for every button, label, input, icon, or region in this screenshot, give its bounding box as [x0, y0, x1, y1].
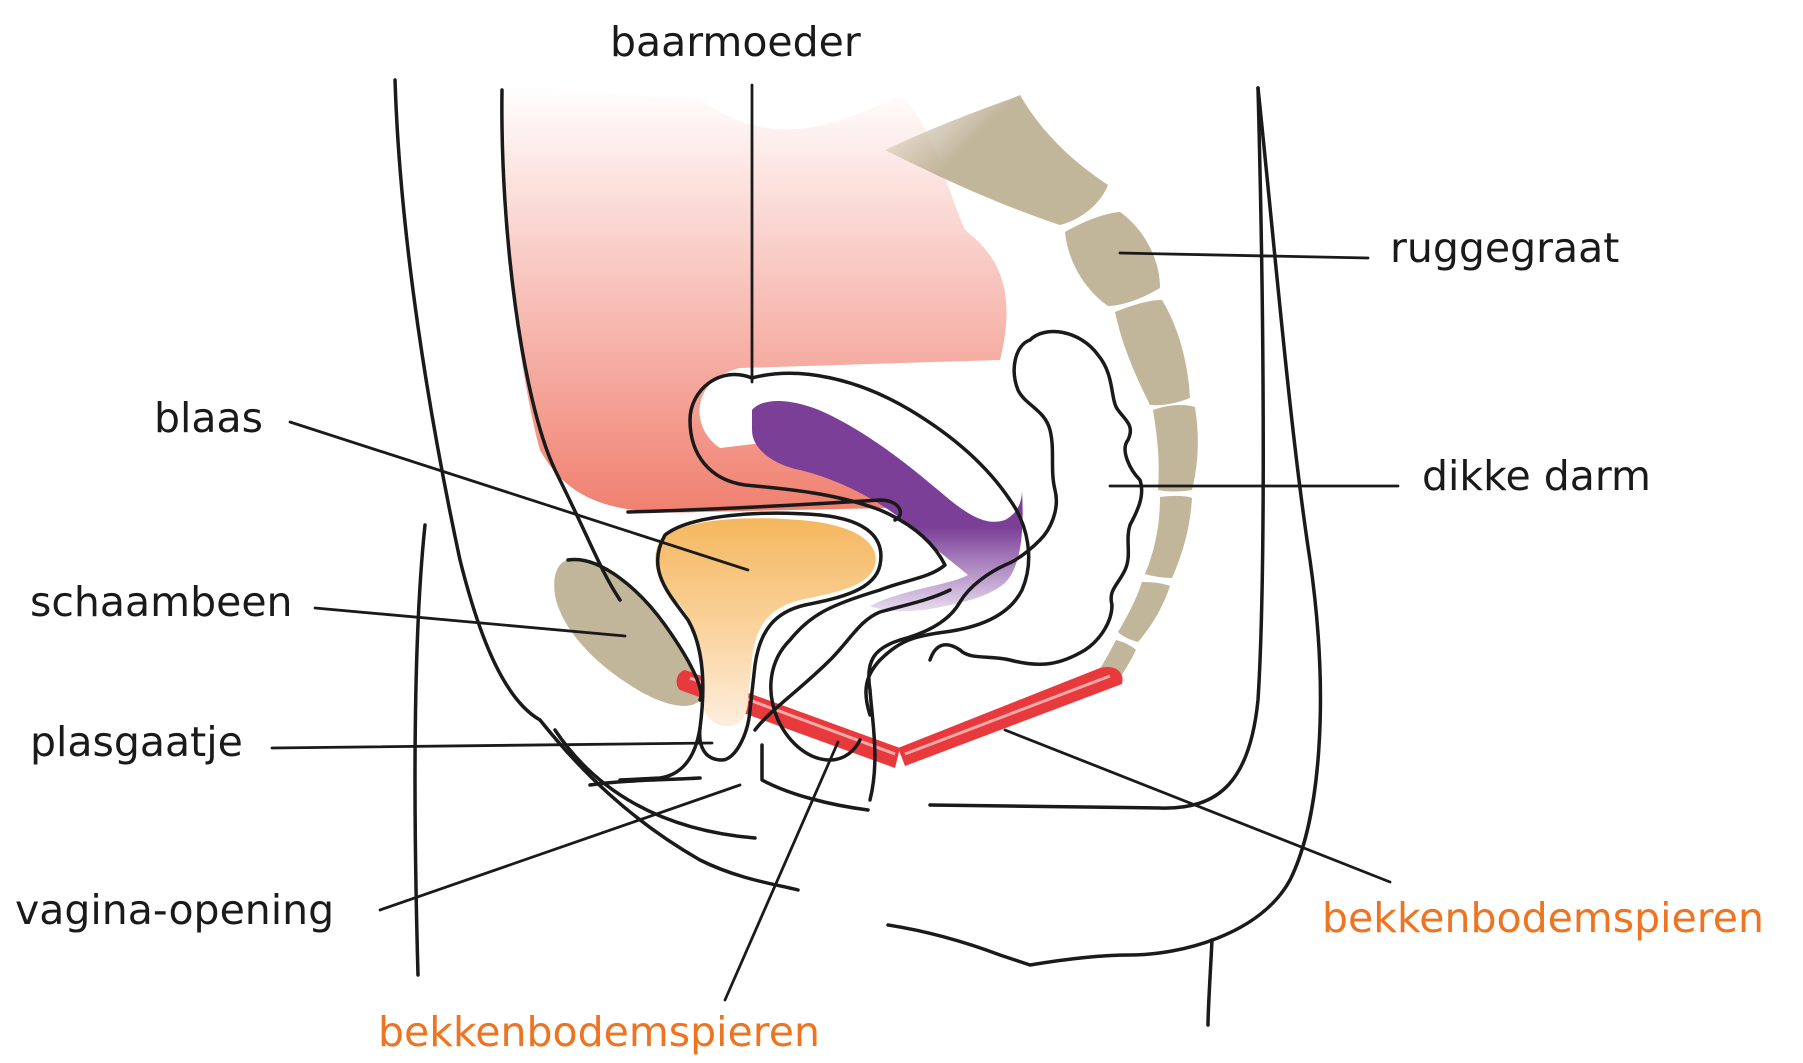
uterus-outline [688, 372, 947, 762]
large-intestine-inner-outline [867, 338, 1058, 802]
label-uterus: baarmoeder [610, 18, 861, 66]
bladder [655, 518, 876, 727]
vertebra-4 [1153, 405, 1198, 492]
body-outlines [393, 78, 1323, 1027]
leader-lines [270, 83, 1400, 1002]
uterus-inner-outline [750, 371, 1031, 717]
label-spine: ruggegraat [1390, 224, 1620, 272]
pubic-bone [554, 559, 701, 706]
abdominal-wall-outline [500, 88, 622, 602]
leader-spine [1118, 251, 1370, 260]
label-pelvic-floor-back: bekkenbodemspieren [1322, 894, 1764, 942]
abdominal-cavity-shading [501, 85, 1007, 513]
label-vaginal-opening: vagina-opening [15, 886, 335, 934]
front-body-outline [393, 78, 542, 722]
labia-outline [553, 728, 757, 840]
urethra-outline [618, 726, 702, 782]
leader-vaginal-opening [378, 783, 742, 912]
leader-pubic-bone [313, 606, 627, 638]
label-large-intestine: dikke darm [1422, 452, 1651, 500]
leader-pelvic-floor-front [723, 740, 840, 1002]
vertebra-3 [1115, 300, 1190, 406]
label-urethral-opening: plasgaatje [30, 718, 243, 766]
spine-vertebrae [885, 95, 1198, 680]
label-pelvic-floor-front: bekkenbodemspieren [378, 1008, 820, 1056]
perineum-outline [538, 718, 800, 892]
leader-pelvic-floor-back [1003, 728, 1392, 884]
leader-urethral-opening [270, 741, 714, 750]
vertebra-6 [1118, 582, 1170, 642]
vertebra-5 [1145, 495, 1192, 578]
leg-crease-outline [1206, 938, 1214, 1027]
leader-bladder [288, 420, 750, 572]
uterus [752, 400, 1023, 612]
vagina-canal-outline [753, 588, 952, 732]
label-bladder: blaas [154, 394, 264, 442]
back-outline [886, 86, 1323, 967]
label-pubic-bone: schaambeen [30, 578, 293, 626]
muscle-highlight-back [904, 674, 1111, 756]
pubic-bone-outline [566, 557, 703, 702]
large-intestine-outline [928, 329, 1144, 667]
vertebra-2 [1065, 212, 1160, 306]
thigh-outline [413, 523, 427, 977]
back-inner-outline [928, 86, 1265, 810]
pelvic-floor-muscle-back [898, 666, 1123, 766]
vagina-canal-outline-lower [760, 743, 870, 812]
sacrum-top-vertebra [885, 95, 1108, 225]
peritoneum-outline [626, 498, 903, 522]
bladder-outline [655, 511, 883, 762]
